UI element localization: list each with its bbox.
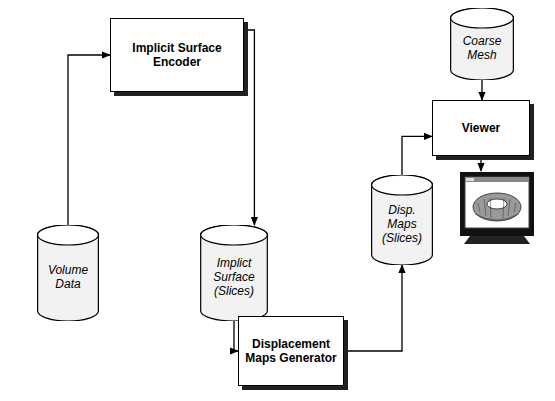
data-store: Coarse Mesh <box>450 8 514 80</box>
flow-arrow <box>481 80 482 100</box>
monitor <box>460 172 534 244</box>
store-label: Implict Surface (Slices) <box>200 256 268 298</box>
store-label: Volume Data <box>37 263 99 291</box>
box-label: Implicit Surface Encoder <box>111 37 243 73</box>
process-box: Displacement Maps Generator <box>238 316 344 386</box>
process-box: Implicit Surface Encoder <box>110 18 244 92</box>
flow-arrow <box>244 30 254 225</box>
store-label: Coarse Mesh <box>450 34 514 62</box>
data-store: Implict Surface (Slices) <box>200 225 268 321</box>
flow-arrow <box>402 136 432 175</box>
data-store: Disp. Maps (Slices) <box>371 175 433 265</box>
data-store: Volume Data <box>37 225 99 321</box>
process-box: Viewer <box>432 100 530 156</box>
viewer-output-line <box>480 158 481 171</box>
store-label: Disp. Maps (Slices) <box>371 203 433 245</box>
flow-arrow <box>68 55 110 225</box>
flow-arrow <box>344 265 402 351</box>
box-label: Viewer <box>458 117 504 139</box>
box-label: Displacement Maps Generator <box>239 333 343 369</box>
